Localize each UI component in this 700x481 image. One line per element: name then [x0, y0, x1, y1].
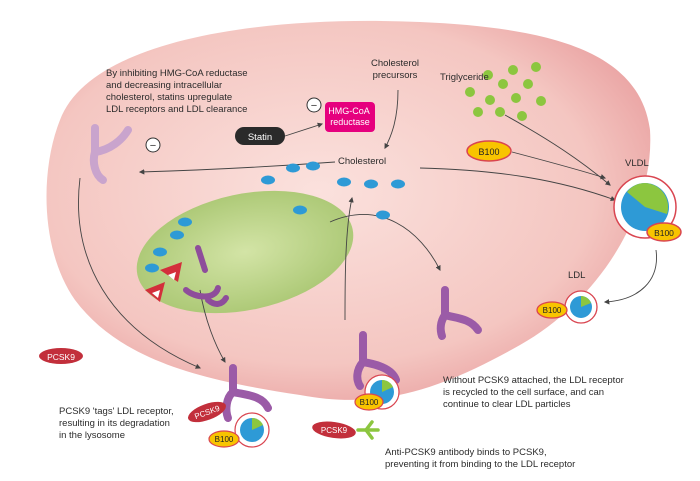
statin-arrow — [284, 122, 324, 137]
minus-symbol: − — [150, 140, 156, 152]
minus-symbol: − — [311, 100, 317, 112]
b100-label: B100 — [478, 147, 499, 157]
pcsk9-label: PCSK9 — [321, 426, 348, 435]
vldl-to-ldl-arrow — [603, 249, 657, 305]
ldl-label: LDL — [568, 270, 586, 281]
b100-label: B100 — [215, 435, 234, 444]
receptor-cycle-left-arrow — [78, 177, 201, 369]
statin-label: Statin — [248, 132, 272, 143]
inhibition-sign-hmg: − — [306, 97, 322, 113]
recycle-up-arrow — [344, 196, 354, 321]
statin-mechanism-text: By inhibiting HMG-CoA reductase and decr… — [106, 68, 248, 115]
degraded-receptors — [183, 245, 229, 307]
vldl-particle: B100 — [613, 175, 682, 242]
anti-pcsk9-antibody — [356, 420, 380, 440]
triglyceride-label: Triglyceride — [440, 72, 489, 83]
degraded-pcsk9-fragments — [145, 262, 182, 302]
b100-to-vldl-arrow — [511, 151, 607, 180]
precursor-arrow — [384, 89, 399, 149]
triglyceride-molecules — [465, 62, 546, 121]
ldl-receptor-upregulated — [89, 124, 132, 184]
statin-pill — [235, 127, 285, 145]
pcsk9-antibody-complex: PCSK9 — [312, 420, 380, 440]
ldl-receptor-recycled — [436, 286, 482, 340]
pcsk9-label: PCSK9 — [47, 352, 75, 362]
cholesterol-to-vldl-arrow — [419, 167, 617, 202]
hmg-coa-reductase-box — [325, 102, 375, 132]
b100-label: B100 — [654, 228, 674, 238]
vldl-label: VLDL — [625, 158, 649, 169]
cholesterol-precursors-label: Cholesterol precursors — [370, 58, 420, 81]
ldl-particle: B100 — [536, 290, 598, 324]
inhibition-sign-receptor: − — [145, 137, 161, 153]
ldl-receptor-pcsk9-bound: PCSK9 B100 — [188, 364, 272, 448]
cholesterol-molecules — [145, 161, 405, 273]
b100-label: B100 — [360, 398, 379, 407]
recycle-out-arrow — [329, 214, 441, 271]
ldl-receptor-bound-ldl: B100 — [353, 331, 400, 411]
cholesterol-label: Cholesterol — [338, 156, 387, 167]
pcsk9-free: PCSK9 — [39, 348, 83, 364]
antibody-text: Anti-PCSK9 antibody binds to PCSK9, prev… — [385, 447, 576, 470]
pcsk9-tags-text: PCSK9 'tags' LDL receptor, resulting in … — [59, 406, 174, 441]
hmg-coa-reductase-label: HMG-CoA reductase — [328, 106, 372, 127]
b100-apolipoprotein: B100 — [466, 140, 512, 162]
b100-label: B100 — [543, 306, 562, 315]
receptor-recycled-text: Without PCSK9 attached, the LDL receptor… — [443, 375, 624, 410]
